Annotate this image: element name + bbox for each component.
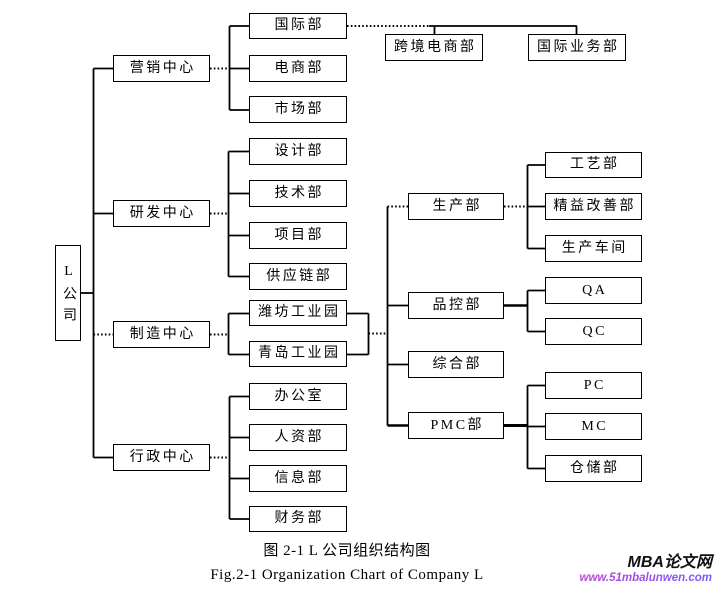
- node-rnd-center: 研发中心: [113, 200, 210, 227]
- node-hr-dept: 人资部: [249, 424, 347, 451]
- node-warehouse-dept: 仓储部: [545, 455, 642, 482]
- solid-connectors: [81, 25, 578, 520]
- node-cross-border-ecom-dept: 跨境电商部: [385, 34, 483, 61]
- node-pc: PC: [545, 372, 642, 399]
- node-info-dept: 信息部: [249, 465, 347, 492]
- node-mc: MC: [545, 413, 642, 440]
- node-market-dept: 市场部: [249, 96, 347, 123]
- node-production-dept: 生产部: [408, 193, 504, 220]
- watermark: MBA论文网 www.51mbalunwen.com: [492, 554, 713, 585]
- node-intl-dept: 国际部: [249, 13, 347, 39]
- node-project-dept: 项目部: [249, 222, 347, 249]
- node-supply-chain-dept: 供应链部: [249, 263, 347, 290]
- node-manufacturing-center: 制造中心: [113, 321, 210, 348]
- node-office: 办公室: [249, 383, 347, 410]
- node-qingdao-industrial-park: 青岛工业园: [249, 341, 347, 367]
- node-intl-business-dept: 国际业务部: [528, 34, 626, 61]
- watermark-site-url: www.51mbalunwen.com: [492, 572, 713, 585]
- dotted-connectors: [93, 25, 528, 459]
- node-marketing-center: 营销中心: [113, 55, 210, 82]
- node-process-dept: 工艺部: [545, 152, 642, 178]
- node-finance-dept: 财务部: [249, 506, 347, 532]
- node-ecom-dept: 电商部: [249, 55, 347, 82]
- node-production-workshop: 生产车间: [545, 235, 642, 262]
- node-weifang-industrial-park: 潍坊工业园: [249, 300, 347, 326]
- figure-caption-en: Fig.2-1 Organization Chart of Company L: [210, 567, 484, 583]
- node-general-affairs-dept: 综合部: [408, 351, 504, 378]
- node-admin-center: 行政中心: [113, 444, 210, 471]
- node-lean-improvement-dept: 精益改善部: [545, 193, 642, 220]
- figure-caption-zh: 图 2-1 L 公司组织结构图: [263, 543, 431, 559]
- node-qa: QA: [545, 277, 642, 304]
- node-tech-dept: 技术部: [249, 180, 347, 207]
- node-quality-control-dept: 品控部: [408, 292, 504, 319]
- node-pmc-dept: PMC部: [408, 412, 504, 439]
- node-qc: QC: [545, 318, 642, 345]
- node-company: L公司: [55, 245, 81, 341]
- watermark-site-name: MBA论文网: [627, 554, 712, 571]
- node-design-dept: 设计部: [249, 138, 347, 165]
